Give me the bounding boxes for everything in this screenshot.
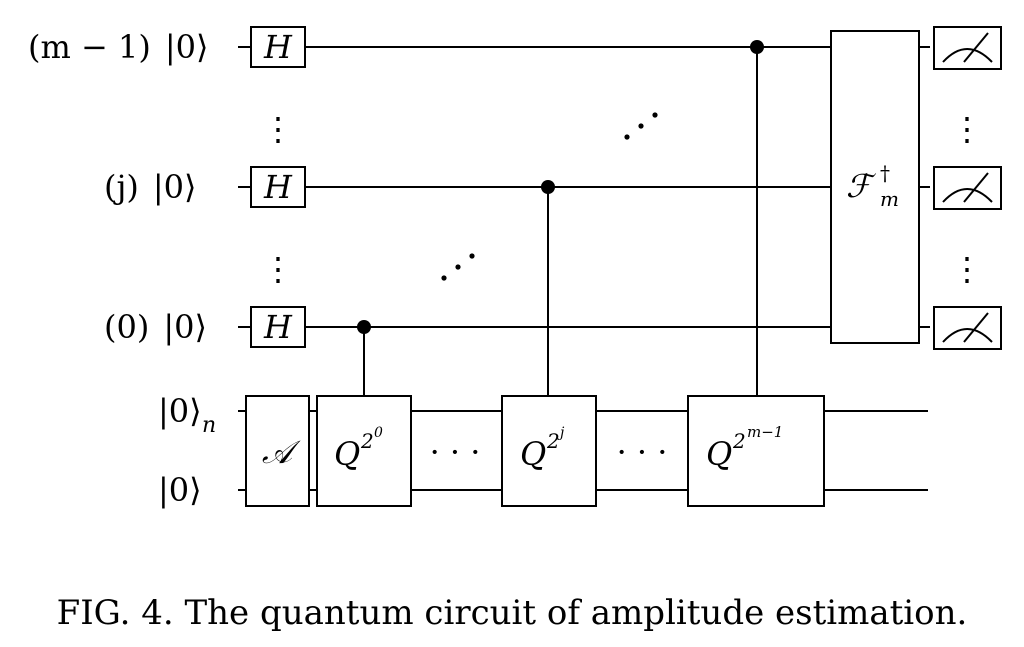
q-label: Q (334, 435, 360, 473)
ellipsis-1: · · · (430, 433, 481, 471)
qft-subscript: m (880, 187, 899, 211)
control-dot-0 (357, 320, 371, 334)
measurement-m-minus-1 (933, 26, 1002, 70)
diagonal-dots-upper (624, 112, 658, 140)
q-label: Q (706, 435, 732, 473)
q-gate-2-pow-0: Q 2 0 (316, 395, 412, 507)
q-gate-2-pow-j: Q 2 j (501, 395, 597, 507)
q-superscript: 0 (374, 425, 383, 441)
ellipsis-2: · · · (617, 433, 668, 471)
q-label: Q (520, 435, 546, 473)
control-dot-j (541, 180, 555, 194)
q-exponent: 2 (546, 429, 560, 453)
ancilla-label: |0⟩ (158, 471, 202, 509)
vdots-measure-lower: ⋮ (951, 250, 983, 288)
vdots-measure-upper: ⋮ (951, 110, 983, 148)
a-operator-gate: 𝒜 (245, 395, 310, 507)
measurement-0 (933, 306, 1002, 350)
register-label-n: |0⟩ (158, 392, 202, 430)
qubit-label-m-minus-1: (m − 1)|0⟩ (28, 28, 208, 66)
q-superscript: j (557, 425, 565, 441)
hadamard-gate-m-minus-1: H (250, 26, 306, 68)
register-subscript-n: n (202, 413, 216, 438)
hadamard-label: H (263, 28, 293, 66)
hadamard-label: H (263, 308, 293, 346)
hadamard-gate-0: H (250, 306, 306, 348)
meter-arc-icon (942, 48, 993, 63)
hadamard-label: H (263, 168, 293, 206)
q-superscript: m−1 (747, 423, 783, 441)
hadamard-gate-j: H (250, 166, 306, 208)
qft-dagger: † (880, 161, 890, 185)
q-exponent: 2 (360, 429, 374, 453)
meter-arc-icon (942, 328, 993, 343)
meter-needle-icon (963, 32, 989, 63)
vdots-hadamard-upper: ⋮ (262, 110, 294, 148)
figure-caption: FIG. 4. The quantum circuit of amplitude… (57, 593, 968, 633)
meter-needle-icon (963, 312, 989, 343)
control-dot-m-minus-1 (750, 40, 764, 54)
qubit-label-0: (0)|0⟩ (104, 308, 207, 346)
inverse-qft-gate: ℱ † m (830, 30, 920, 344)
vdots-hadamard-lower: ⋮ (262, 250, 294, 288)
q-gate-2-pow-m-minus-1: Q 2 m−1 (687, 395, 825, 507)
meter-arc-icon (942, 188, 993, 203)
diagonal-dots-lower (441, 253, 475, 281)
q-exponent: 2 (732, 429, 746, 453)
qubit-label-j: (j)|0⟩ (104, 168, 197, 206)
meter-needle-icon (963, 172, 989, 203)
measurement-j (933, 166, 1002, 210)
